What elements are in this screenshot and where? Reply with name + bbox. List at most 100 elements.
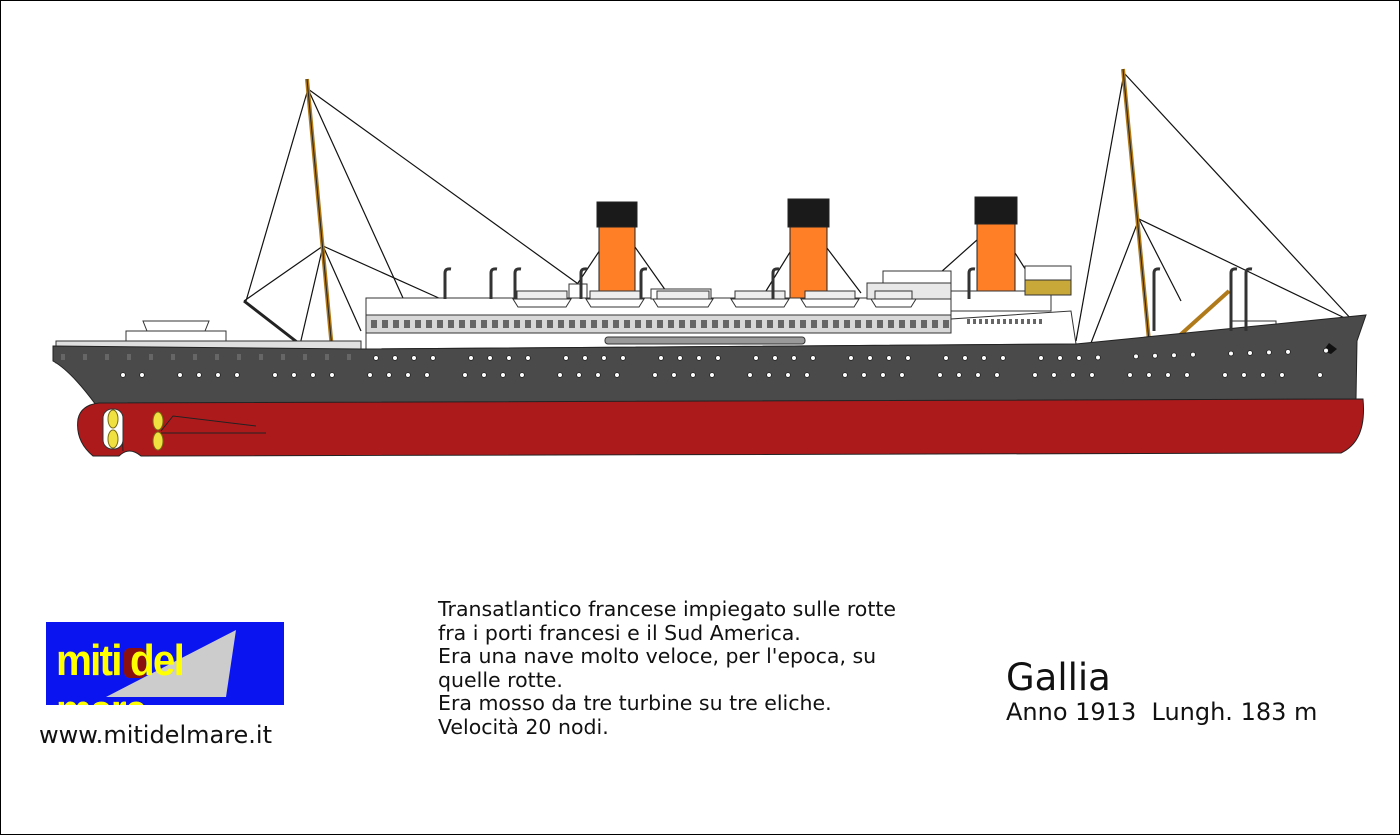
- porthole: [196, 372, 202, 378]
- porthole: [1089, 372, 1095, 378]
- window: [888, 320, 894, 328]
- website-link[interactable]: www.mitidelmare.it: [39, 721, 273, 749]
- window: [215, 354, 219, 360]
- porthole: [1184, 372, 1190, 378]
- rigging: [243, 72, 1354, 350]
- description-line: quelle rotte.: [438, 667, 563, 692]
- window: [800, 320, 806, 328]
- window: [734, 320, 740, 328]
- porthole: [747, 372, 753, 378]
- porthole: [962, 355, 968, 361]
- window: [679, 320, 685, 328]
- porthole: [468, 355, 474, 361]
- porthole: [943, 355, 949, 361]
- window: [855, 320, 861, 328]
- window: [61, 354, 65, 360]
- ventilator: [579, 267, 588, 299]
- porthole: [994, 372, 1000, 378]
- porthole: [1000, 355, 1006, 361]
- window: [437, 320, 443, 328]
- porthole: [1266, 349, 1272, 356]
- window: [877, 320, 883, 328]
- porthole: [462, 372, 468, 378]
- window: [967, 319, 970, 324]
- porthole: [842, 372, 848, 378]
- ventilator: [967, 267, 976, 299]
- porthole: [373, 355, 379, 361]
- porthole: [880, 372, 886, 378]
- porthole: [405, 372, 411, 378]
- window: [303, 354, 307, 360]
- ventilator: [1244, 267, 1253, 331]
- hull-upper: [52, 314, 1367, 406]
- window: [237, 354, 241, 360]
- lifeboat: [800, 298, 860, 308]
- porthole: [386, 372, 392, 378]
- window: [997, 319, 1000, 324]
- porthole: [791, 355, 797, 361]
- window: [932, 320, 938, 328]
- porthole: [1260, 372, 1266, 378]
- window: [536, 320, 542, 328]
- porthole: [1228, 350, 1234, 357]
- window: [921, 320, 927, 328]
- window: [979, 319, 982, 324]
- funnel-3: [976, 222, 1016, 294]
- ventilator: [489, 267, 498, 299]
- porthole: [329, 372, 335, 378]
- porthole: [620, 355, 626, 361]
- window: [745, 320, 751, 328]
- window: [580, 320, 586, 328]
- funnel-1: [598, 225, 636, 300]
- porthole: [1247, 350, 1253, 356]
- windows: [61, 319, 1042, 360]
- logo[interactable]: miti del mare: [46, 622, 284, 705]
- description-line: Velocità 20 nodi.: [438, 714, 609, 739]
- porthole: [310, 372, 316, 378]
- window: [789, 320, 795, 328]
- window: [127, 354, 131, 360]
- window: [492, 320, 498, 328]
- window: [985, 319, 988, 324]
- porthole: [785, 372, 791, 378]
- window: [347, 354, 351, 360]
- propeller-icon: [102, 408, 164, 451]
- ventilator: [443, 267, 452, 299]
- porthole: [715, 355, 721, 361]
- porthole: [595, 372, 601, 378]
- ventilator: [513, 267, 522, 299]
- porthole: [753, 355, 759, 361]
- window: [844, 320, 850, 328]
- porthole: [601, 355, 607, 361]
- porthole: [139, 372, 145, 378]
- porthole: [272, 372, 278, 378]
- window: [393, 320, 399, 328]
- window: [690, 320, 696, 328]
- ship-drawing: [52, 68, 1367, 457]
- porthole: [525, 355, 531, 361]
- window: [778, 320, 784, 328]
- porthole: [563, 355, 569, 361]
- porthole: [861, 372, 867, 378]
- window: [503, 320, 509, 328]
- lifeboat: [512, 298, 572, 308]
- porthole: [392, 355, 398, 361]
- lifeboat: [585, 298, 645, 308]
- window: [991, 319, 994, 324]
- window: [943, 320, 949, 328]
- window: [259, 354, 263, 360]
- ventilator: [1229, 267, 1238, 331]
- porthole: [696, 355, 702, 361]
- porthole: [981, 355, 987, 361]
- porthole: [576, 372, 582, 378]
- porthole: [956, 372, 962, 378]
- porthole: [671, 372, 677, 378]
- window: [371, 320, 377, 328]
- window: [514, 320, 520, 328]
- window: [811, 320, 817, 328]
- window: [415, 320, 421, 328]
- window: [1027, 319, 1030, 324]
- ship-description: Transatlantico francese impiegato sulle …: [438, 597, 896, 739]
- window: [558, 320, 564, 328]
- ventilator: [639, 267, 648, 299]
